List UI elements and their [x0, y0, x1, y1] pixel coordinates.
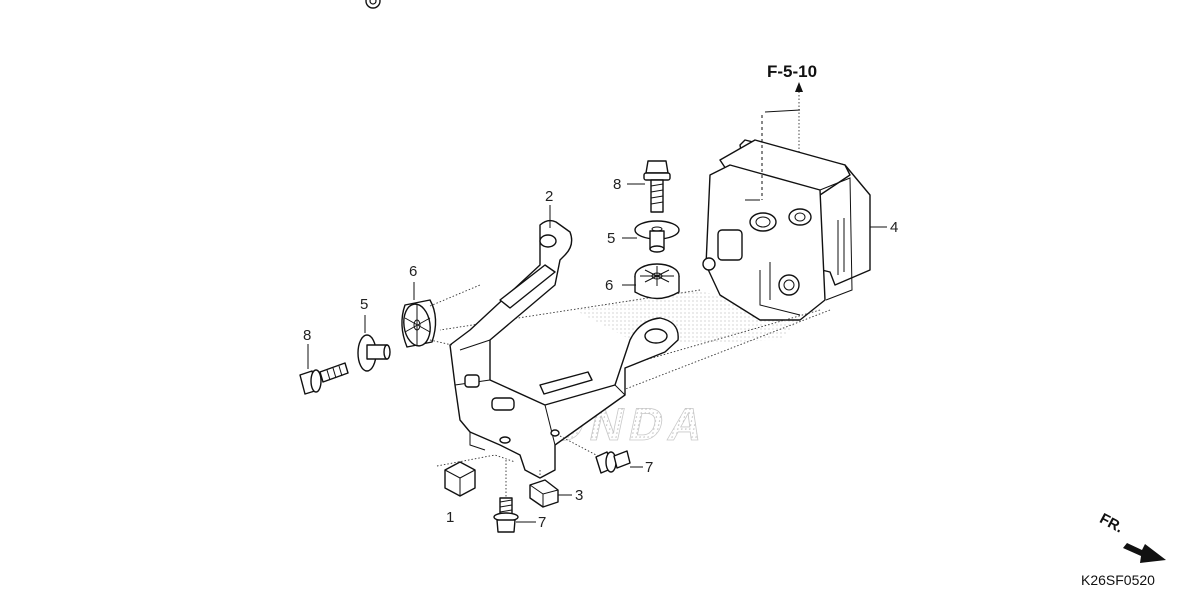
flange-bolt-bottom-icon[interactable] [493, 497, 519, 533]
figure-code: K26SF0520 [1081, 572, 1155, 588]
callout-2[interactable]: 2 [545, 188, 553, 205]
collar-nut-icon[interactable] [529, 479, 559, 508]
callout-5a[interactable]: 5 [360, 296, 368, 313]
front-direction-indicator: FR. [1097, 510, 1166, 563]
washer-collar-left-icon[interactable] [357, 334, 391, 372]
washer-collar-icon[interactable] [634, 220, 680, 253]
rubber-mount-left-icon[interactable] [401, 299, 437, 348]
front-arrow-icon [1123, 543, 1166, 563]
callout-7b[interactable]: 7 [538, 514, 546, 531]
callout-7a[interactable]: 7 [645, 459, 653, 476]
callout-8a[interactable]: 8 [303, 327, 311, 344]
callout-5b[interactable]: 5 [607, 230, 615, 247]
callout-1[interactable]: 1 [446, 509, 454, 526]
flange-bolt-icon[interactable] [595, 450, 631, 474]
rubber-cushion-icon[interactable] [444, 461, 476, 497]
abs-modulator-icon[interactable] [702, 109, 871, 321]
top-marker-icon [365, 0, 381, 9]
flange-bolt-long-icon[interactable] [643, 160, 671, 213]
callout-8b[interactable]: 8 [613, 176, 621, 193]
front-label: FR. [1097, 510, 1126, 536]
rubber-mount-icon[interactable] [634, 263, 680, 300]
reference-label[interactable]: F-5-10 [767, 62, 817, 81]
callout-4[interactable]: 4 [890, 219, 898, 236]
flange-bolt-left-icon[interactable] [299, 362, 349, 395]
callout-6b[interactable]: 6 [605, 277, 613, 294]
callout-6a[interactable]: 6 [409, 263, 417, 280]
callout-3[interactable]: 3 [575, 487, 583, 504]
mounting-bracket-icon[interactable] [449, 219, 679, 479]
